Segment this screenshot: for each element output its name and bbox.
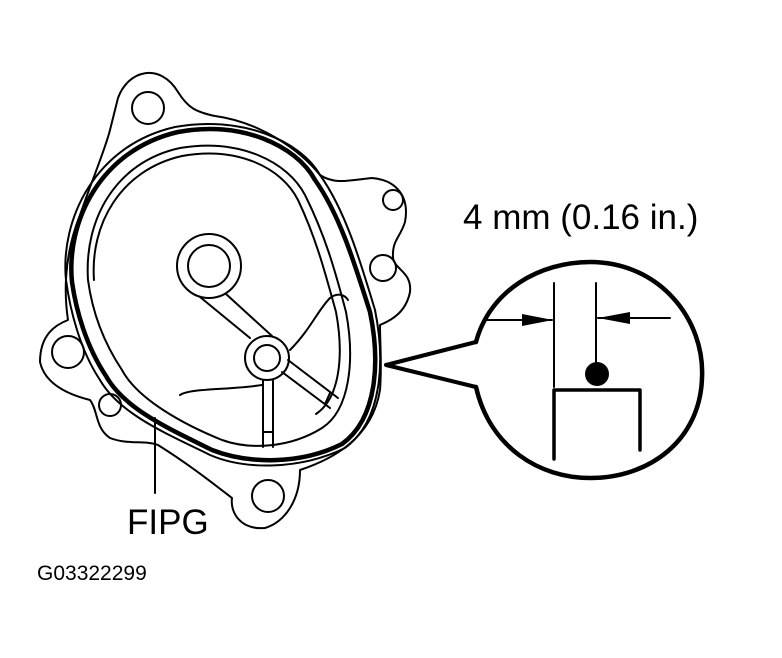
dimension-label: 4 mm (0.16 in.) (463, 198, 699, 237)
arrow-right-icon (522, 314, 553, 326)
callout-pointer (384, 340, 478, 389)
gasket-outer-line (64, 123, 382, 467)
flange-profile (552, 388, 642, 461)
fipg-bead (69, 126, 378, 463)
fipg-label: FIPG (127, 503, 209, 542)
rib-upper (199, 293, 273, 339)
figure-code: G03322299 (37, 562, 147, 585)
bolt-hole-left-lower (98, 393, 122, 417)
bolt-hole-bottom (251, 479, 285, 513)
bolt-hole-right-upper (382, 189, 404, 211)
arrow-left-icon (598, 312, 630, 324)
bolt-hole-right (369, 254, 397, 282)
inner-cavity-inner-line (92, 152, 341, 415)
fipg-bead-cross-section (585, 362, 609, 386)
inner-cavity-outline (86, 144, 351, 447)
secondary-boss-outer (244, 335, 290, 381)
rib-right (281, 359, 339, 409)
bolt-hole-left (51, 335, 85, 369)
web-arc-right (289, 293, 349, 351)
shaft-boss-outer (176, 233, 242, 299)
shaft-boss-inner (187, 244, 231, 288)
bolt-hole-top (131, 91, 165, 125)
rib-down (262, 379, 274, 448)
callout-circle (473, 259, 705, 481)
secondary-boss-inner (253, 344, 281, 372)
web-arc-left (179, 384, 263, 396)
